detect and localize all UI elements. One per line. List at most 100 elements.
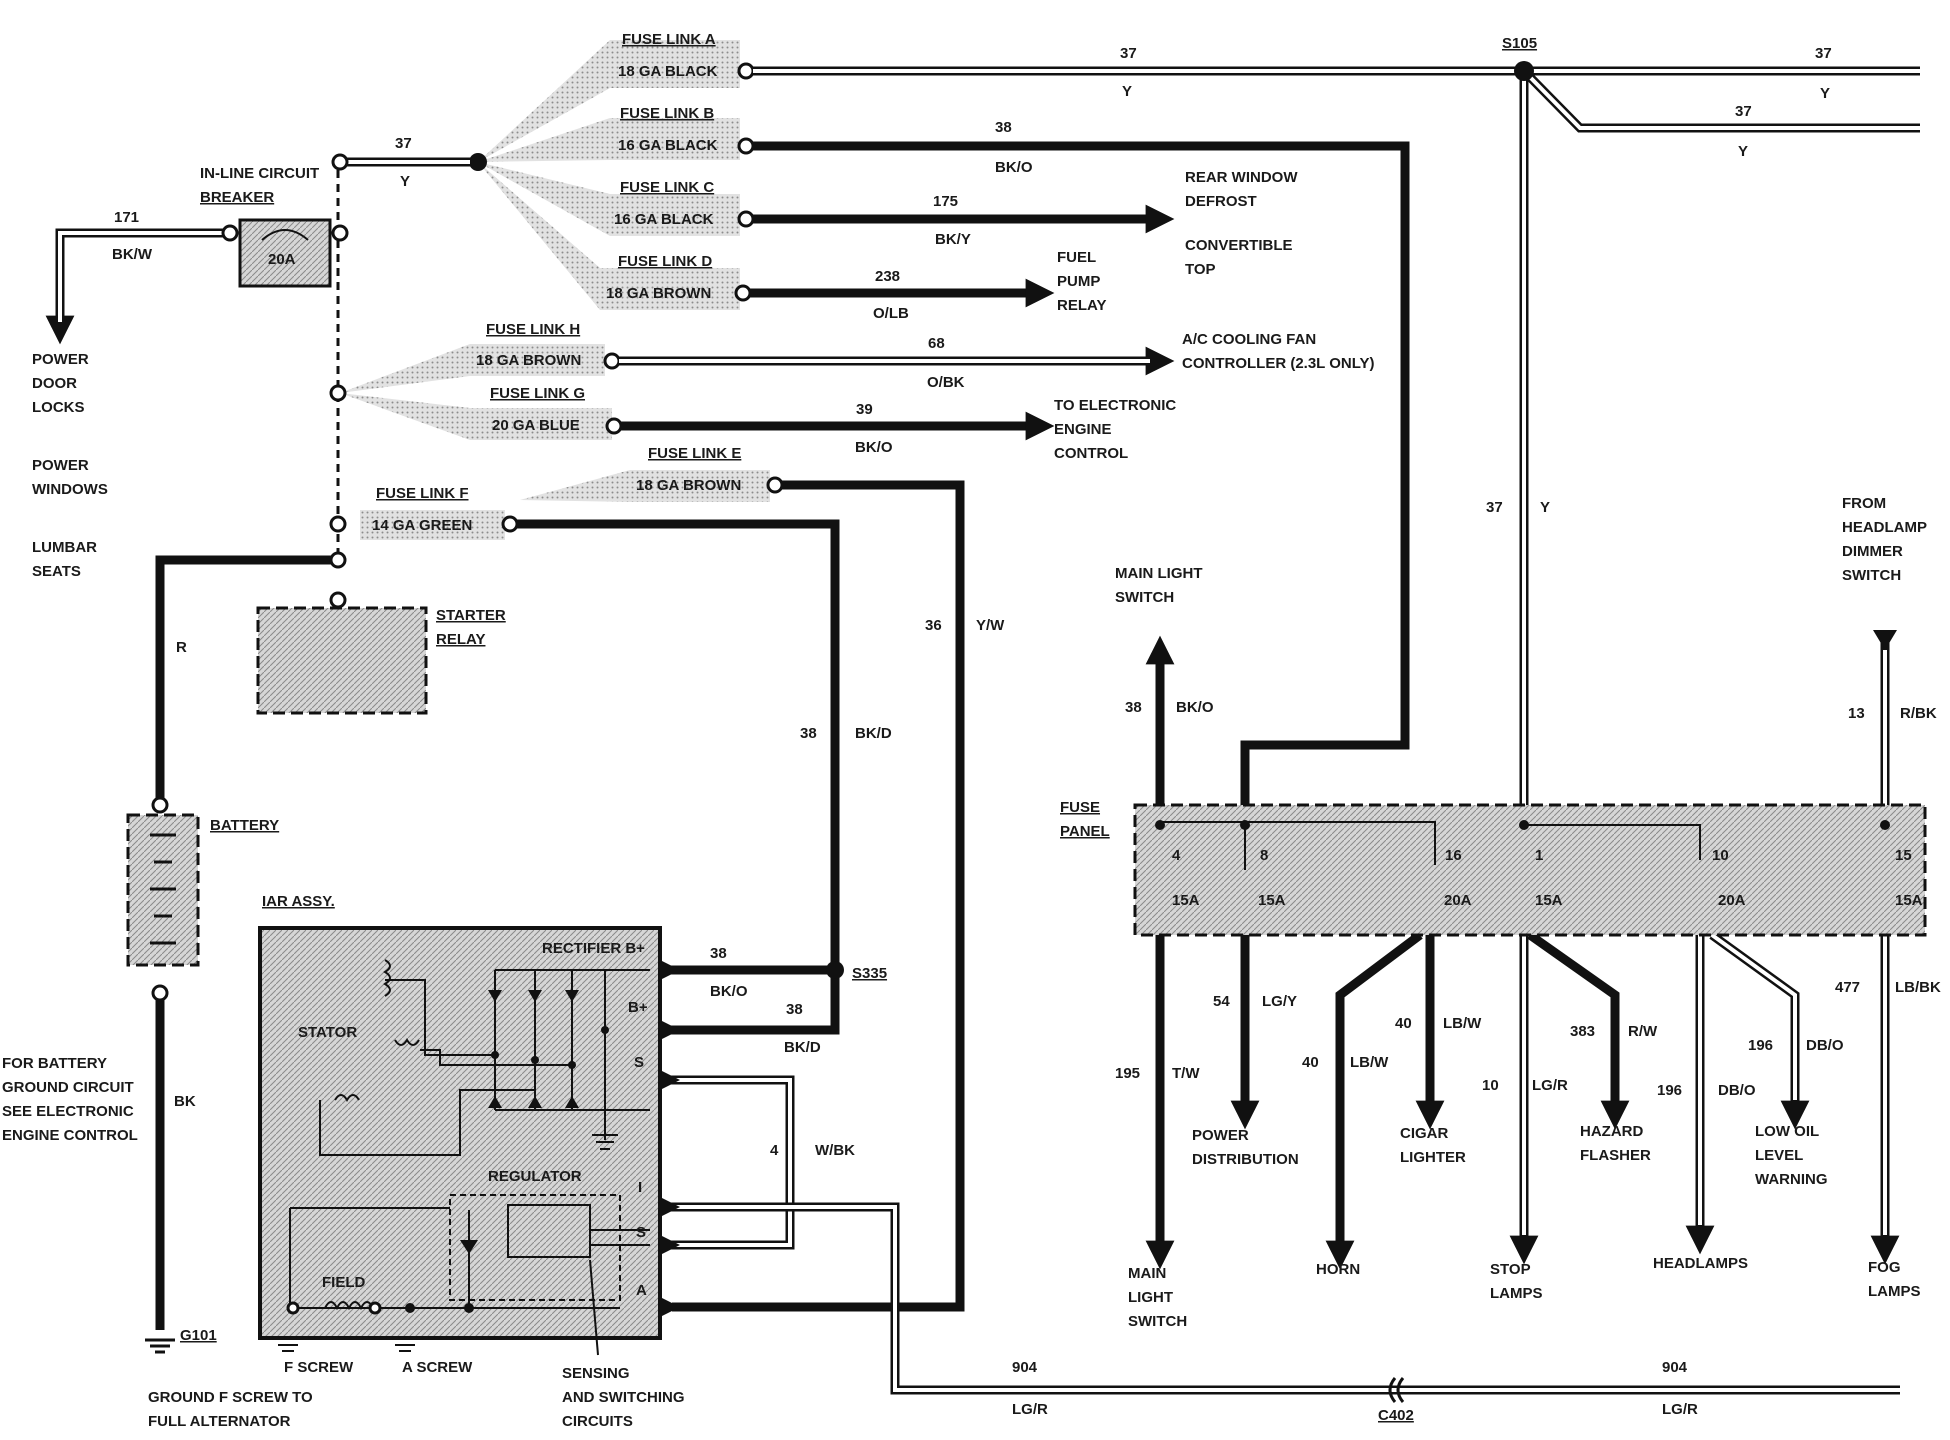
s335-label: S335 — [852, 965, 887, 982]
c196a-num: 196 — [1657, 1082, 1682, 1099]
r-color: R — [176, 639, 187, 656]
in-line-circuit-breaker: IN-LINE CIRCUIT BREAKER 20A — [200, 153, 349, 288]
c37-branch-num: 37 — [1735, 103, 1752, 120]
convertible-label-1: CONVERTIBLE — [1185, 237, 1293, 254]
ground-f-label-2: FULL ALTERNATOR — [148, 1413, 291, 1430]
headlamp-dimmer-label-1: FROM — [1842, 495, 1886, 512]
term-a-label: A — [636, 1282, 647, 1299]
c37-branch-color: Y — [1738, 143, 1748, 160]
fuse-link-e-gauge: 18 GA BROWN — [636, 477, 741, 494]
low-oil-label-3: WARNING — [1755, 1171, 1828, 1188]
c37-top-num: 37 — [1120, 45, 1137, 62]
fuse-link-g-gauge: 20 GA BLUE — [492, 417, 580, 434]
c36-color: Y/W — [976, 617, 1005, 634]
lumbar-label-1: LUMBAR — [32, 539, 97, 556]
power-dist-label-2: DISTRIBUTION — [1192, 1151, 1299, 1168]
b-plus-label: B+ — [628, 999, 648, 1016]
ac-fan-label-2: CONTROLLER (2.3L ONLY) — [1182, 355, 1375, 372]
battery-ground-label-3: SEE ELECTRONIC — [2, 1103, 134, 1120]
bus-connector-f — [329, 515, 347, 533]
f-screw-label: F SCREW — [284, 1359, 354, 1376]
c38r2-color: BK/D — [784, 1039, 821, 1056]
fuse-link-c-gauge: 16 GA BLACK — [614, 211, 714, 228]
c38m-num: 38 — [1125, 699, 1142, 716]
fuse-link-b-gauge: 16 GA BLACK — [618, 137, 718, 154]
c37-breaker-color: Y — [400, 173, 410, 190]
main-light-bottom-label-3: SWITCH — [1128, 1313, 1187, 1330]
rectifier-label: RECTIFIER B+ — [542, 940, 645, 957]
fuse-1-num: 1 — [1535, 847, 1543, 864]
power-door-label-3: LOCKS — [32, 399, 85, 416]
headlamp-dimmer-label-2: HEADLAMP — [1842, 519, 1927, 536]
rear-window-label-2: DEFROST — [1185, 193, 1257, 210]
fuse-link-h-connector — [603, 352, 621, 370]
fuse-link-c-connector — [737, 210, 755, 228]
c54-color: LG/Y — [1262, 993, 1297, 1010]
c238-num: 238 — [875, 268, 900, 285]
term-i-label: I — [638, 1179, 642, 1196]
c37-vert-color: Y — [1540, 499, 1550, 516]
c238-color: O/LB — [873, 305, 909, 322]
connector-c402 — [1388, 1377, 1405, 1403]
c37-right-num: 37 — [1815, 45, 1832, 62]
splice-s335 — [826, 961, 844, 979]
regulator-label: REGULATOR — [488, 1168, 582, 1185]
c175-color: BK/Y — [935, 231, 971, 248]
c4-color: W/BK — [815, 1142, 855, 1159]
c904b-num: 904 — [1662, 1359, 1688, 1376]
starter-relay-label-2: RELAY — [436, 631, 485, 648]
power-windows-label-2: WINDOWS — [32, 481, 108, 498]
a-screw-label: A SCREW — [402, 1359, 473, 1376]
term-s1-label: S — [634, 1054, 644, 1071]
c196a-color: DB/O — [1718, 1082, 1756, 1099]
fuse-link-group-top: FUSE LINK A 18 GA BLACK FUSE LINK B 16 G… — [340, 31, 784, 540]
iar-assembly: IAR ASSY. STATOR RECTIFIER B+ B+ S REGUL… — [258, 893, 840, 1340]
fuse-link-e-name: FUSE LINK E — [648, 445, 741, 462]
horn-label: HORN — [1316, 1261, 1360, 1278]
hazard-label-1: HAZARD — [1580, 1123, 1643, 1140]
fuse-link-f-name: FUSE LINK F — [376, 485, 469, 502]
fuse-link-e-connector — [766, 476, 784, 494]
fuse-4-rating: 15A — [1172, 892, 1200, 909]
c904a-color: LG/R — [1012, 1401, 1048, 1418]
c38r1-num: 38 — [710, 945, 727, 962]
c39-color: BK/O — [855, 439, 893, 456]
battery-ground-label-4: ENGINE CONTROL — [2, 1127, 138, 1144]
ground-f-label-1: GROUND F SCREW TO — [148, 1389, 313, 1406]
fuse-link-d-name: FUSE LINK D — [618, 253, 712, 270]
destination-labels: REAR WINDOW DEFROST CONVERTIBLE TOP FUEL… — [2, 169, 1927, 1330]
c68-num: 68 — [928, 335, 945, 352]
fuse-panel: FUSE PANEL 4 15A 8 15A 16 20A 1 15A 10 2… — [1060, 799, 1927, 937]
lumbar-label-2: SEATS — [32, 563, 81, 580]
battery-ground-label-2: GROUND CIRCUIT — [2, 1079, 134, 1096]
c13-color: R/BK — [1900, 705, 1937, 722]
c38-num: 38 — [995, 119, 1012, 136]
eec-label-3: CONTROL — [1054, 445, 1128, 462]
stop-label-1: STOP — [1490, 1261, 1531, 1278]
s105-label: S105 — [1502, 35, 1537, 52]
c39-num: 39 — [856, 401, 873, 418]
c477-color: LB/BK — [1895, 979, 1941, 996]
headlamp-dimmer-label-3: DIMMER — [1842, 543, 1903, 560]
rear-window-label-1: REAR WINDOW — [1185, 169, 1298, 186]
c383-num: 383 — [1570, 1023, 1595, 1040]
stator-label: STATOR — [298, 1024, 357, 1041]
sensing-label-1: SENSING — [562, 1365, 630, 1382]
fuel-pump-label-1: FUEL — [1057, 249, 1096, 266]
fuse-link-g-connector — [605, 417, 623, 435]
c383-color: R/W — [1628, 1023, 1658, 1040]
c38-color: BK/O — [995, 159, 1033, 176]
iar-label: IAR ASSY. — [262, 893, 335, 910]
battery: BATTERY — [126, 796, 279, 1002]
field-label: FIELD — [322, 1274, 365, 1291]
term-s2-label: S — [636, 1224, 646, 1241]
c40b-num: 40 — [1395, 1015, 1412, 1032]
fog-label-1: FOG — [1868, 1259, 1901, 1276]
fuse-link-a-name: FUSE LINK A — [622, 31, 716, 48]
fuse-link-a-connector — [737, 62, 755, 80]
fuse-link-b-body — [478, 118, 740, 162]
fuse-link-h-name: FUSE LINK H — [486, 321, 580, 338]
c38v-color: BK/D — [855, 725, 892, 742]
